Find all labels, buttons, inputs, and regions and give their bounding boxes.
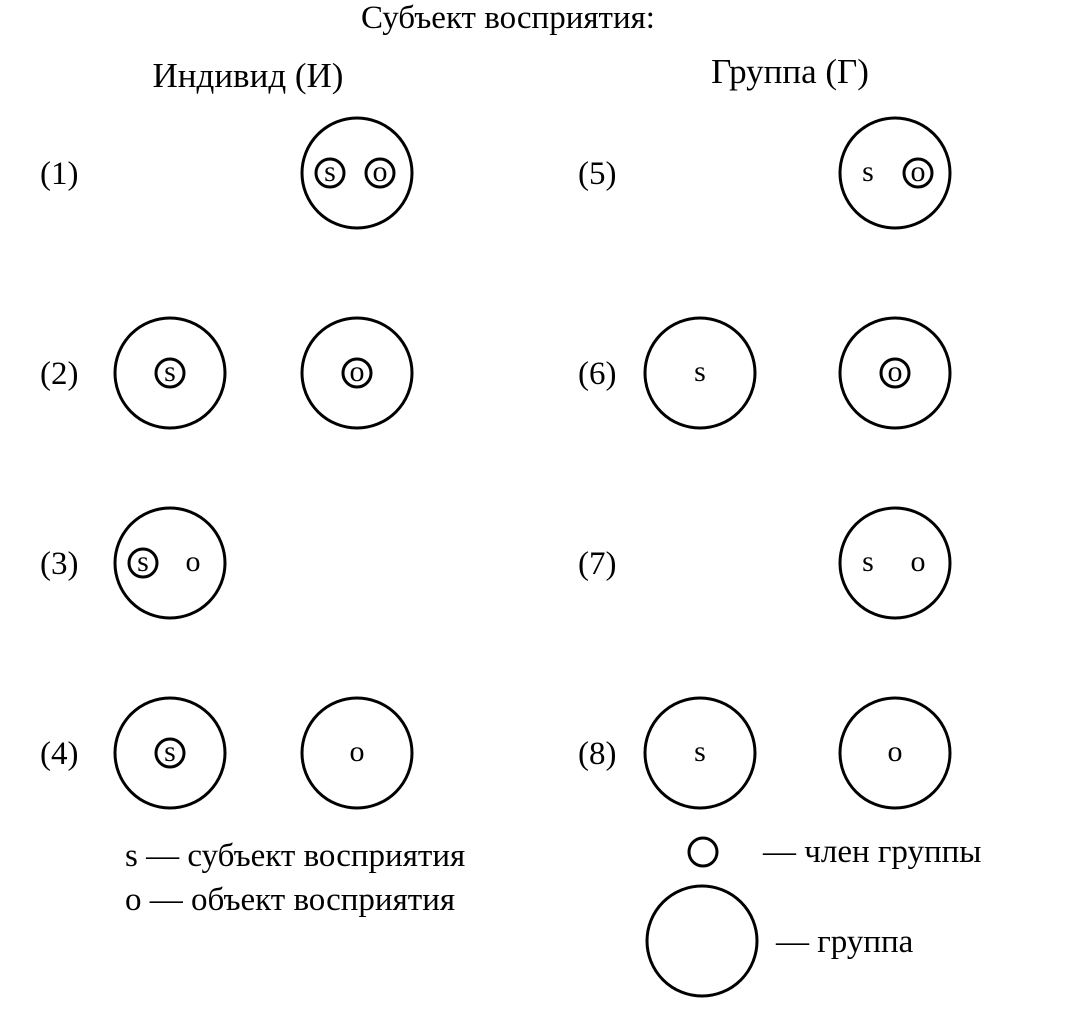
row-label-2: (2) [40,356,78,392]
object-1-letter: o [373,155,388,188]
object-group-circle-2 [300,316,414,430]
row-label-8: (8) [578,736,616,772]
row-label-6: (6) [578,356,616,392]
group-circle-1 [300,116,414,230]
legend: s — субъект восприятия о — объект воспри… [125,834,981,998]
rows-layer: (1) s o (2) s o (3) s o (4) s o (5) s o (6) s o (7) s o (8) s o [40,116,952,810]
row-label-1: (1) [40,156,78,192]
object-3-letter: o [186,545,201,578]
legend-member: — член группы [762,834,981,870]
subject-7-letter: s [862,545,874,578]
object-1-member-ring [364,157,396,189]
object-group-circle-8 [838,696,952,810]
subject-1-letter: s [324,155,336,188]
subject-6-letter: s [694,355,706,388]
legend-subject: s — субъект восприятия [125,838,465,874]
object-group-circle-4 [300,696,414,810]
object-6-letter: o [888,355,903,388]
object-8-letter: o [888,735,903,768]
subject-1-member-ring [314,157,346,189]
row-label-4: (4) [40,736,78,772]
subject-group-circle-4 [113,696,227,810]
subject-group-circle-2 [113,316,227,430]
object-6-member-ring [879,357,911,389]
group-circle-5 [838,116,952,230]
group-circle-3 [113,506,227,620]
legend-group: — группа [775,924,914,960]
subject-group-circle-8 [643,696,757,810]
column-header-group: Группа (Г) [711,52,869,91]
object-5-letter: o [911,155,926,188]
legend-group-icon [645,884,759,998]
object-4-letter: o [350,735,365,768]
subject-3-member-ring [127,547,159,579]
object-2-member-ring [341,357,373,389]
subject-group-circle-6 [643,316,757,430]
subject-4-member-ring [154,737,186,769]
diagram-title: Субъект восприятия: [361,0,655,36]
column-header-individual: Индивид (И) [153,56,344,95]
row-label-7: (7) [578,546,616,582]
object-5-member-ring [902,157,934,189]
row-label-5: (5) [578,156,616,192]
subject-2-letter: s [164,355,176,388]
object-2-letter: o [350,355,365,388]
subject-3-letter: s [137,545,149,578]
subject-8-letter: s [694,735,706,768]
row-label-3: (3) [40,546,78,582]
subject-5-letter: s [862,155,874,188]
object-7-letter: o [911,545,926,578]
legend-object: о — объект восприятия [125,882,455,918]
subject-2-member-ring [154,357,186,389]
legend-member-icon [687,836,719,868]
group-circle-7 [838,506,952,620]
object-group-circle-6 [838,316,952,430]
subject-4-letter: s [164,735,176,768]
